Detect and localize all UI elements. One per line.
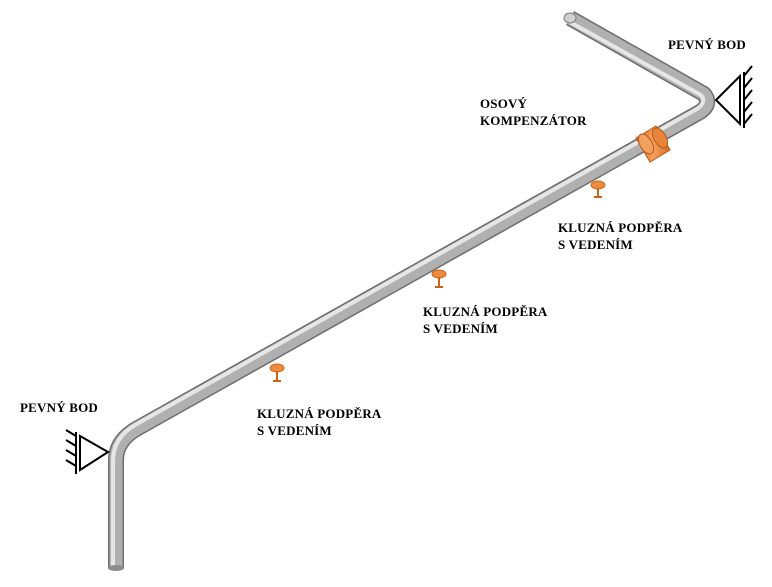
pipe-end-top [563, 12, 577, 24]
compensator-face-left [637, 133, 655, 155]
hatch-line [743, 65, 753, 77]
hatch-line [743, 101, 753, 113]
label-support-top-line2: S VEDENÍM [558, 237, 633, 252]
axial-compensator [635, 125, 671, 163]
fixed-point-symbol-bottom [65, 429, 110, 474]
fixed-point-triangle-bottom [79, 434, 110, 472]
label-fixed-point-top: PEVNÝ BOD [668, 37, 746, 52]
label-compensator-line1: OSOVÝ [480, 96, 528, 111]
hatch-line [65, 439, 77, 447]
hatch-line [65, 429, 77, 437]
label-support-mid-line1: KLUZNÁ PODPĚRA [423, 304, 548, 319]
guided-support-middle [431, 269, 447, 288]
pipe-body [109, 12, 714, 568]
support-shoe [269, 363, 285, 373]
fixed-point-triangle-top [714, 73, 741, 127]
guided-support-top [590, 180, 606, 198]
pipe [108, 11, 716, 571]
label-support-bottom-line1: KLUZNÁ PODPĚRA [257, 406, 382, 421]
hatch-line [65, 449, 77, 457]
label-support-mid-line2: S VEDENÍM [423, 321, 498, 336]
label-support-bottom-line2: S VEDENÍM [257, 423, 332, 438]
support-shoe [431, 269, 447, 279]
guided-support-bottom [269, 363, 285, 382]
hatch-line [743, 113, 753, 125]
label-support-top-line1: KLUZNÁ PODPĚRA [558, 220, 683, 235]
pipe-end-bottom [108, 565, 124, 571]
fixed-point-symbol-top [714, 65, 753, 128]
hatch-line [743, 77, 753, 89]
hatch-line [65, 459, 77, 467]
pipe-outline [108, 11, 716, 568]
compensator-face-right [651, 127, 669, 149]
support-shoe [590, 180, 606, 190]
pipe-highlight [111, 19, 706, 568]
label-fixed-point-bottom: PEVNÝ BOD [20, 400, 98, 415]
label-compensator-line2: KOMPENZÁTOR [480, 113, 587, 128]
hatch-line [743, 89, 753, 101]
